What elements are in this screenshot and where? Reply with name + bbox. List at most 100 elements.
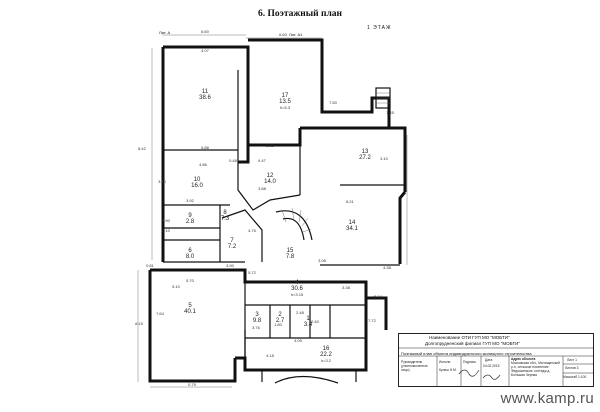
room-number-4: 4 [295, 280, 299, 286]
dimension-label: 4.07 [201, 48, 210, 53]
title-block-stamp: Наименование ОТИ ГУП МО "МОБТИ" Долгопру… [398, 333, 594, 387]
room-area-14: 34.1 [346, 226, 358, 232]
room-number-10: 10 [194, 177, 201, 183]
room-height-16: h=3.2 [321, 358, 332, 363]
room-area-11: 38.6 [199, 95, 211, 101]
dimension-label: 2.10 [162, 228, 171, 233]
walls-lit-a [161, 45, 250, 263]
walls-lit-a1 [221, 38, 407, 266]
stamp-org-line1: Наименование ОТИ ГУП МО "МОБТИ" [429, 335, 510, 340]
room-number-12: 12 [267, 173, 274, 179]
dimension-label: 5.88 [201, 145, 210, 150]
room-area-7: 7.2 [228, 244, 237, 250]
room-number-15: 15 [287, 248, 294, 254]
stamp-address: Московская обл., Мытищинский р-н, сельск… [511, 361, 560, 377]
room-number-5: 5 [188, 303, 192, 309]
dimension-label: 8.42 [138, 146, 147, 151]
stamp-role: Исполн. [439, 360, 452, 364]
dimension-label: 7.50 [329, 100, 338, 105]
stamp-sign-label: Подпись [463, 360, 477, 364]
lit-a1-label: Лит. А1 [289, 32, 303, 37]
stamp-date-label: Дата [485, 358, 493, 362]
stamp-date: 04.02.2015 [483, 364, 500, 368]
dimension-label: 5.70 [186, 278, 195, 283]
dimension-label: 3.88 [258, 186, 267, 191]
dimension-label: 4.09 [294, 338, 303, 343]
stamp-scale: Масштаб 1:100 [563, 375, 587, 379]
room-number-1: 1 [306, 316, 310, 322]
dimension-label: 2.48 [296, 310, 305, 315]
dimension-label: 4.86 [199, 162, 208, 167]
room-area-15: 7.8 [286, 254, 295, 260]
dimension-labels: 6.60 6.60 4.07 7.50 7.45 5.88 4.86 3.82 4.47 0.48… [135, 29, 395, 387]
room-number-8: 8 [223, 210, 227, 216]
dimension-label: 2.40 [311, 319, 320, 324]
walls-lower [148, 268, 388, 384]
dimension-label: 3.08 [318, 258, 327, 263]
dimension-label: 6.60 [201, 29, 210, 34]
dimension-label: 4.47 [258, 158, 267, 163]
dimension-label: 4.75 [248, 228, 257, 233]
dimension-label: 1.80 [274, 322, 283, 327]
dimension-label: 8.15 [135, 321, 144, 326]
room-height-17: h=5.3 [280, 105, 291, 110]
room-area-2: 2.7 [276, 318, 285, 324]
stamp-head: Руководитель (уполномоченное лицо) [401, 360, 428, 372]
dimension-label: 7.64 [156, 311, 165, 316]
room-area-4: 30.6 [291, 286, 303, 292]
stamp-org-line2: Долгопрудненский филиал ГУП МО "МОБТИ" [425, 341, 520, 346]
dimension-label: 7.72 [368, 318, 377, 323]
room-number-13: 13 [362, 149, 369, 155]
room-height-4: h=3.15 [291, 292, 304, 297]
room-area-16: 22.2 [320, 352, 332, 358]
dimension-label: 0.79 [188, 382, 197, 387]
room-area-10: 16.0 [191, 183, 203, 189]
dimension-label: 0.81 [146, 263, 155, 268]
dimension-lines [137, 34, 408, 388]
floor-label: 1 ЭТАЖ [367, 25, 392, 31]
room-area-3: 9.8 [253, 318, 262, 324]
room-number-16: 16 [323, 346, 330, 352]
dimension-label: 3.82 [266, 143, 275, 148]
room-number-6: 6 [188, 248, 192, 254]
room-number-9: 9 [188, 213, 192, 219]
dimension-label: 7.45 [386, 110, 395, 115]
dimension-label: 4.18 [266, 353, 275, 358]
room-area-6: 8.0 [186, 254, 195, 260]
dimension-label: 3.90 [226, 263, 235, 268]
room-number-11: 11 [202, 89, 209, 95]
dimension-label: 6.60 [279, 32, 288, 37]
dimension-label: 3.76 [252, 325, 261, 330]
watermark: www.kamp.ru [500, 390, 594, 407]
room-area-8: 7.3 [221, 216, 230, 222]
room-area-1: 3.4 [304, 322, 313, 328]
dimension-label: 8.21 [346, 199, 355, 204]
dimension-label: 5.94 [374, 294, 383, 299]
dimension-label: 3.40 [158, 179, 167, 184]
dimension-label: 0.48 [229, 158, 238, 163]
room-area-9: 2.8 [186, 219, 195, 225]
stamp-sheet: Лист 1 [567, 358, 577, 362]
dimension-label: 5.10 [172, 284, 181, 289]
stamp-address-label: Адрес объекта [511, 357, 536, 361]
dimension-label: 6.90 [162, 218, 171, 223]
room-area-5: 40.1 [184, 309, 196, 315]
dimension-label: 3.92 [186, 198, 195, 203]
stamp-grid [399, 347, 593, 386]
stamp-sheets: Листов 3 [565, 366, 579, 370]
room-area-13: 27.2 [359, 155, 371, 161]
page-title: 6. Поэтажный план [257, 9, 343, 19]
room-number-7: 7 [230, 238, 234, 244]
room-number-14: 14 [349, 220, 356, 226]
stamp-executor: Кулиш Н.М. [439, 368, 457, 372]
staircase [275, 87, 391, 241]
dimension-label: 4.38 [383, 265, 392, 270]
stamp-caption: Поэтажный план объекта индивидуального ж… [401, 351, 532, 356]
dimension-label: 3.10 [380, 156, 389, 161]
room-number-17: 17 [282, 93, 289, 99]
room-number-2: 2 [278, 312, 282, 318]
dimension-label: 3.38 [342, 285, 351, 290]
room-area-17: 13.5 [279, 99, 291, 105]
